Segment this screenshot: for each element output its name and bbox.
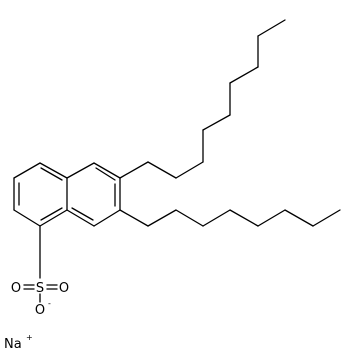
bond [13, 209, 41, 227]
bond [119, 209, 149, 227]
bond [175, 209, 204, 227]
atom-s: S [36, 281, 44, 296]
bond [93, 209, 121, 227]
bond [229, 66, 259, 84]
bond [40, 167, 63, 181]
charge-minus: - [48, 299, 51, 308]
bond [147, 161, 177, 179]
bond [66, 209, 95, 227]
bond [39, 209, 68, 227]
bond [175, 161, 204, 179]
atom-o-right: O [59, 281, 69, 296]
atom-o-bottom: O [35, 303, 45, 318]
bond [284, 209, 314, 227]
atom-na: Na [4, 337, 22, 350]
bond [257, 19, 286, 37]
bond [119, 161, 149, 179]
bond [39, 162, 68, 179]
bond [71, 207, 94, 221]
charge-plus: + [26, 333, 33, 342]
bond [40, 207, 63, 221]
bond [93, 162, 121, 179]
bond [312, 209, 341, 227]
bond [202, 114, 231, 131]
bond [95, 167, 116, 181]
atom-labels: S O O O - Na + [4, 281, 69, 350]
bond [147, 209, 177, 227]
bond [202, 209, 231, 227]
bond [229, 209, 259, 227]
bonds [13, 19, 341, 303]
bond [13, 162, 41, 179]
bond [66, 162, 95, 179]
atom-o-left: O [11, 281, 21, 296]
bond [257, 209, 286, 227]
